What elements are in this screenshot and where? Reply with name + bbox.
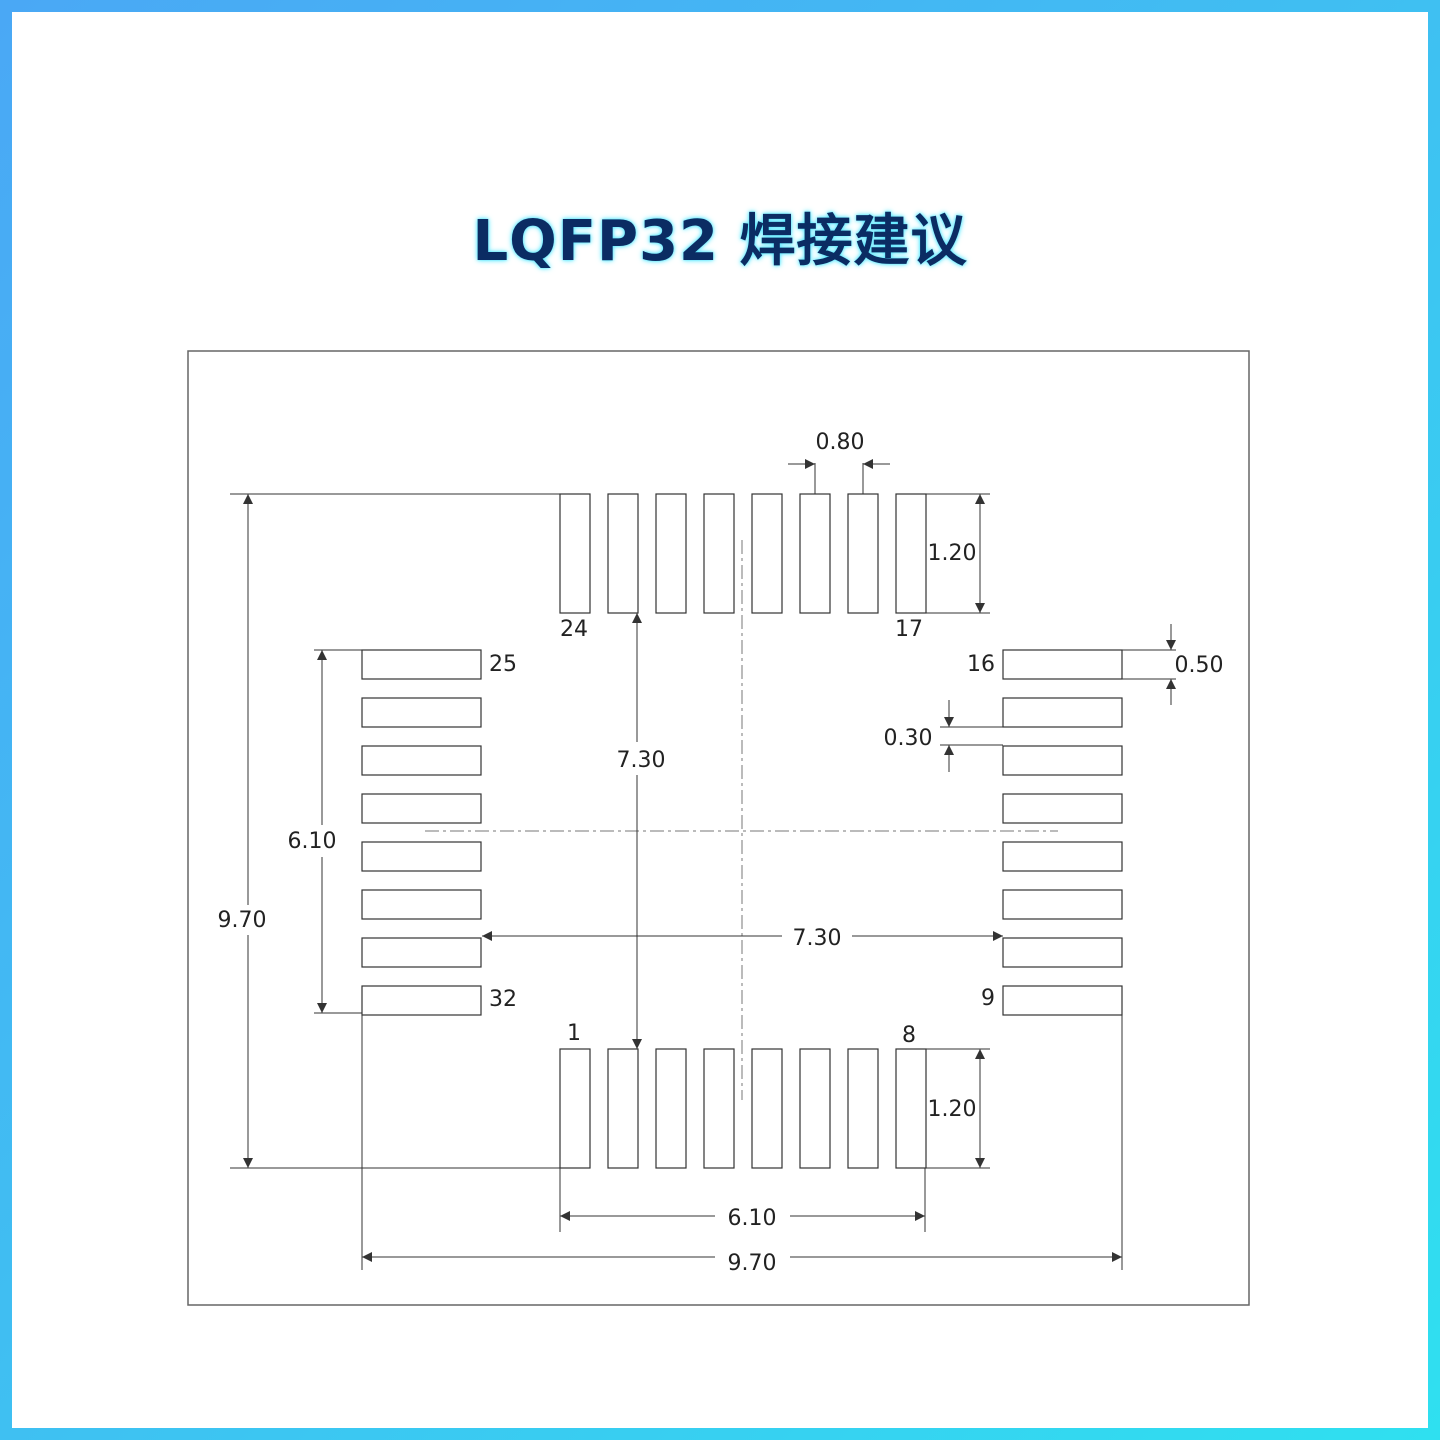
inner-horizontal-span-label: 7.30 bbox=[793, 926, 842, 951]
pads-right-column bbox=[1002, 649, 1123, 1016]
pad-24 bbox=[559, 493, 591, 614]
pad-19 bbox=[799, 493, 831, 614]
pad-14 bbox=[1002, 745, 1123, 776]
pin-label-1: 1 bbox=[567, 1021, 581, 1046]
pad-12 bbox=[1002, 841, 1123, 872]
pad-gap-label: 0.30 bbox=[884, 726, 933, 751]
pad-22 bbox=[655, 493, 687, 614]
pad-13 bbox=[1002, 793, 1123, 824]
pad-9 bbox=[1002, 985, 1123, 1016]
pad-21 bbox=[703, 493, 735, 614]
pad-15 bbox=[1002, 697, 1123, 728]
pad-25 bbox=[361, 649, 482, 680]
outer-vertical-span-label: 9.70 bbox=[218, 908, 267, 933]
pin-label-17: 17 bbox=[895, 617, 923, 642]
pad-16 bbox=[1002, 649, 1123, 680]
pad-11 bbox=[1002, 889, 1123, 920]
pad-28 bbox=[361, 793, 482, 824]
pin-label-8: 8 bbox=[902, 1023, 916, 1048]
top-pad-length-label: 1.20 bbox=[928, 541, 977, 566]
pad-31 bbox=[361, 937, 482, 968]
pad-20 bbox=[751, 493, 783, 614]
pad-4 bbox=[703, 1048, 735, 1169]
pad-5 bbox=[751, 1048, 783, 1169]
pad-29 bbox=[361, 841, 482, 872]
bottom-row-span-label: 6.10 bbox=[728, 1206, 777, 1231]
pad-17 bbox=[895, 493, 927, 614]
pads-top-row bbox=[559, 493, 927, 614]
outer-horizontal-span-label: 9.70 bbox=[728, 1251, 777, 1276]
pad-width-label: 0.50 bbox=[1175, 653, 1224, 678]
pad-32 bbox=[361, 985, 482, 1016]
pin-label-16: 16 bbox=[967, 652, 995, 677]
page-title: LQFP32 焊接建议 bbox=[472, 209, 968, 274]
pad-8 bbox=[895, 1048, 927, 1169]
pad-23 bbox=[607, 493, 639, 614]
pad-18 bbox=[847, 493, 879, 614]
pad-30 bbox=[361, 889, 482, 920]
pin-label-25: 25 bbox=[489, 652, 517, 677]
pads-bottom-row bbox=[559, 1048, 927, 1169]
pad-26 bbox=[361, 697, 482, 728]
pads-left-column bbox=[361, 649, 482, 1016]
inner-vertical-span-label: 7.30 bbox=[617, 748, 666, 773]
pad-2 bbox=[607, 1048, 639, 1169]
pin-label-24: 24 bbox=[560, 617, 588, 642]
pad-7 bbox=[847, 1048, 879, 1169]
pad-1 bbox=[559, 1048, 591, 1169]
bottom-pad-length-label: 1.20 bbox=[928, 1097, 977, 1122]
pad-6 bbox=[799, 1048, 831, 1169]
left-row-span-label: 6.10 bbox=[288, 829, 337, 854]
pin-label-32: 32 bbox=[489, 987, 517, 1012]
pad-10 bbox=[1002, 937, 1123, 968]
pad-27 bbox=[361, 745, 482, 776]
pin-label-9: 9 bbox=[981, 986, 995, 1011]
pitch-label: 0.80 bbox=[816, 430, 865, 455]
dimension-lines bbox=[243, 459, 1176, 1262]
extension-lines bbox=[230, 463, 1176, 1270]
pad-3 bbox=[655, 1048, 687, 1169]
